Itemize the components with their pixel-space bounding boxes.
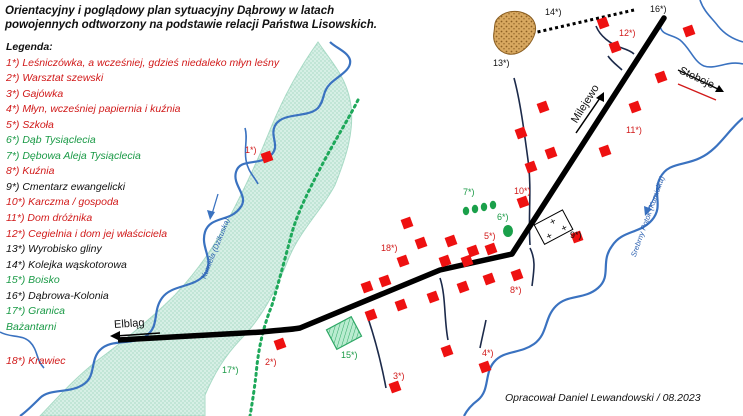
marker-label-17: 17*) — [222, 365, 239, 375]
building-1 — [260, 150, 274, 164]
forest-boundary-line — [248, 98, 360, 416]
cemetery: + + + — [533, 209, 574, 246]
building-22 — [396, 254, 410, 268]
building-4 — [440, 344, 454, 358]
svg-text:+: + — [548, 216, 558, 229]
marker-label-4: 4*) — [482, 348, 494, 358]
arrow-elblag-head — [110, 331, 120, 341]
marker-label-1: 1*) — [245, 145, 257, 155]
building-5 — [478, 360, 492, 374]
building-24 — [466, 244, 480, 258]
building-33 — [460, 254, 474, 268]
building-13 — [514, 126, 528, 140]
river-kumiela — [19, 41, 352, 416]
building-9 — [628, 100, 642, 114]
building-23 — [444, 234, 458, 248]
arrow-stoboje-head — [715, 85, 724, 92]
arrow-stoboje — [677, 69, 721, 91]
building-25 — [360, 280, 374, 294]
arrow-srebrny-flow — [647, 185, 661, 211]
marker-label-9: 9*) — [570, 230, 582, 240]
marker-label-15: 15*) — [341, 350, 358, 360]
building-14 — [544, 146, 558, 160]
marker-label-2: 2*) — [265, 357, 277, 367]
building-3 — [388, 380, 402, 394]
millennium-oak — [503, 225, 513, 237]
arrow-srebrny-head — [644, 206, 652, 216]
arrow-kumiela-flow — [211, 193, 219, 215]
marker-label-18: 18*) — [381, 243, 398, 253]
stoboje-underline — [677, 83, 717, 101]
building-32 — [438, 254, 452, 268]
arrow-milejewo — [575, 97, 601, 134]
marker-label-10: 10*) — [514, 186, 531, 196]
buildings — [260, 16, 696, 394]
marker-label-14: 14*) — [545, 7, 562, 17]
marker-label-7: 7*) — [463, 187, 475, 197]
road-milejewo — [509, 15, 667, 257]
building-17 — [608, 40, 622, 54]
marker-label-3: 3*) — [393, 371, 405, 381]
building-29 — [426, 290, 440, 304]
building-16 — [596, 16, 610, 30]
marker-label-11: 11*) — [626, 125, 642, 135]
building-12 — [536, 100, 550, 114]
forest-area — [39, 41, 353, 416]
marker-label-5: 5*) — [484, 231, 496, 241]
svg-text:+: + — [544, 230, 554, 243]
marker-label-12: 12*) — [619, 28, 636, 38]
marker-label-6: 6*) — [497, 212, 509, 222]
stream-left-edge — [0, 331, 45, 369]
arrow-kumiela-head — [207, 210, 215, 220]
building-6 — [484, 242, 498, 256]
sports-pitch — [325, 315, 363, 351]
clay-pit — [493, 10, 537, 55]
arrow-elblag — [115, 332, 161, 337]
river-srebrny-potok — [463, 117, 743, 416]
stream-top-right — [659, 25, 743, 68]
road-elblag — [117, 251, 513, 343]
building-30 — [456, 280, 470, 294]
building-2 — [273, 337, 287, 351]
building-7 — [510, 268, 524, 282]
building-20 — [400, 216, 414, 230]
arrow-milejewo-head — [596, 92, 604, 102]
building-11 — [570, 230, 584, 244]
building-10 — [598, 144, 612, 158]
building-27 — [364, 308, 378, 322]
marker-label-16: 16*) — [650, 4, 667, 14]
svg-text:+: + — [559, 222, 569, 235]
side-paths — [367, 25, 635, 389]
marker-label-8: 8*) — [510, 285, 522, 295]
building-31 — [482, 272, 496, 286]
building-15 — [524, 160, 538, 174]
marker-label-13: 13*) — [493, 58, 510, 68]
stream-near-1 — [244, 127, 259, 185]
building-21 — [414, 236, 428, 250]
building-26 — [378, 274, 392, 288]
building-28 — [394, 298, 408, 312]
building-8 — [516, 195, 530, 209]
stream-top-right-2 — [699, 0, 743, 43]
narrow-gauge-railway — [519, 8, 635, 38]
building-19 — [654, 70, 668, 84]
oak-alley — [462, 200, 497, 216]
building-18 — [682, 24, 696, 38]
